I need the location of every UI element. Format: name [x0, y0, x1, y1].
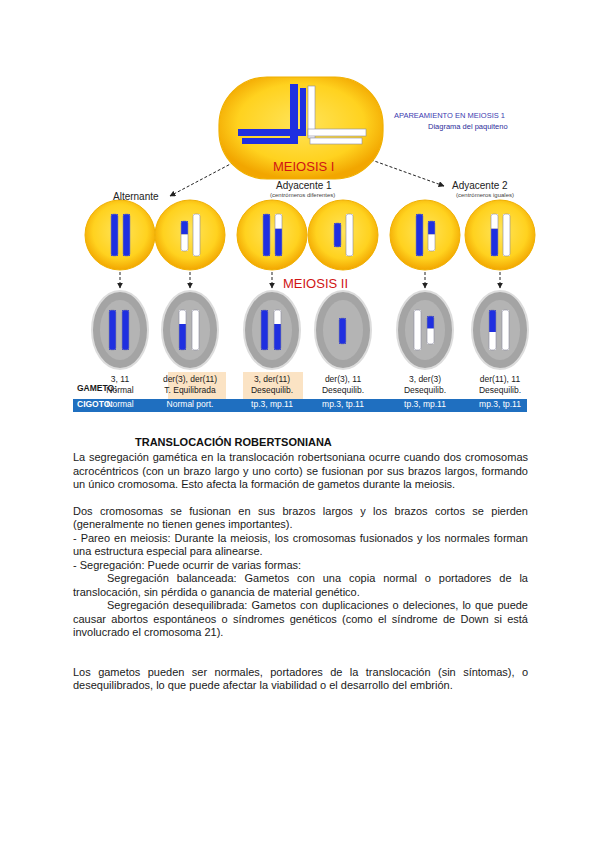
- group-label: Adyacente 2: [452, 180, 508, 192]
- gamete-karyotype: 3, der(3): [409, 375, 441, 385]
- table-cell: mp.3, tp.11: [322, 400, 364, 410]
- gamete-status: T. Equilibrada: [164, 386, 216, 396]
- table-cell: Normal port.: [167, 400, 214, 410]
- paragraph: Los gametos pueden ser normales, portado…: [73, 666, 528, 693]
- gamete-status: Desequilib.: [479, 386, 521, 396]
- gamete-outline: [161, 290, 219, 370]
- zygote-band: [73, 399, 527, 412]
- gamete-cell: 3, der(11)Desequilib.: [243, 290, 301, 370]
- gamete-status: Desequilib.: [251, 386, 293, 396]
- gamete-karyotype: der(3), der(11): [163, 375, 217, 385]
- paragraph: Segregación balanceada: Gametos con una …: [73, 572, 528, 599]
- group-note: (centrómeros diferentes): [270, 192, 335, 199]
- meiosis-cells: [85, 200, 535, 270]
- table-cell: tp.3, mp.11: [404, 400, 446, 410]
- gamete-outline: [91, 290, 149, 370]
- gamete-karyotype: der(11), 11: [480, 375, 520, 385]
- gamete-cell: der(3), 11Desequilib.: [314, 290, 372, 370]
- gamete-outline: [396, 290, 454, 370]
- gamete-karyotype: der(3), 11: [325, 375, 361, 385]
- document-text: La segregación gamética en la translocac…: [73, 451, 528, 693]
- paragraph: Segregación desequilibrada: Gametos con …: [73, 599, 528, 640]
- group-label: Alternante: [113, 191, 159, 203]
- gamete-karyotype: 3, der(11): [254, 375, 290, 385]
- group-label: Adyacente 1: [276, 180, 332, 192]
- table-cell: tp.3, mp.11: [251, 400, 293, 410]
- paragraph: Dos cromosomas se fusionan en sus brazos…: [73, 505, 528, 532]
- section-title: TRANSLOCACIÓN ROBERTSONIANA: [135, 436, 332, 449]
- stage-label: MEIOSIS II: [283, 277, 348, 292]
- table-cell: Normal: [106, 400, 133, 410]
- gamete-cell: der(3), der(11)T. Equilibrada: [161, 290, 219, 370]
- cell-note: APAREAMIENTO EN MEIOSIS 1: [394, 112, 505, 121]
- gamete-outline: [314, 290, 372, 370]
- gamete-cell: 3, 11Normal: [91, 290, 149, 370]
- gamete-outline: [471, 290, 529, 370]
- gamete-outline: [243, 290, 301, 370]
- highlight: [243, 372, 303, 399]
- paragraph: La segregación gamética en la translocac…: [73, 451, 528, 492]
- stage-label: MEIOSIS I: [273, 160, 334, 175]
- paragraph: - Pareo en meiosis: Durante la meiosis, …: [73, 532, 528, 559]
- gamete-status: Desequilib.: [322, 386, 364, 396]
- gamete-cell: der(11), 11Desequilib.: [471, 290, 529, 370]
- gamete-cell: 3, der(3)Desequilib.: [396, 290, 454, 370]
- gamete-status: Desequilib.: [404, 386, 446, 396]
- group-note: (centrómeros iguales): [456, 192, 514, 199]
- paragraph: - Segregación: Puede ocurrir de varias f…: [73, 559, 528, 573]
- cell-note: Diagrama del paquiteno: [428, 123, 508, 132]
- table-cell: mp.3, tp.11: [479, 400, 521, 410]
- row-label: GAMETO:: [77, 384, 117, 394]
